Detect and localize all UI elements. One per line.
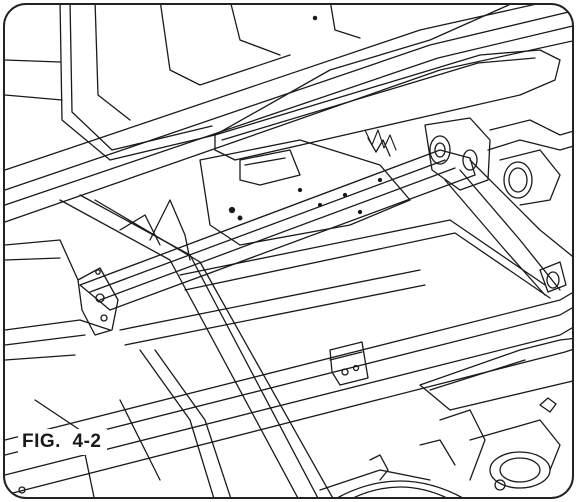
right-pivot-bracket (424, 117, 573, 206)
lower-diagonal-rail (4, 289, 573, 496)
figure-border (3, 3, 574, 499)
cross-beam (77, 149, 476, 336)
lower-crossmember (119, 219, 551, 346)
top-diagonal-rail (4, 4, 573, 223)
bottom-right-components (319, 397, 561, 491)
center-mount-plate (199, 129, 411, 246)
bottom-wheel (329, 480, 471, 498)
right-frame-rail (444, 159, 573, 296)
figure-label: FIG. 4-2 (18, 429, 108, 455)
middle-mount-bracket (329, 341, 369, 386)
